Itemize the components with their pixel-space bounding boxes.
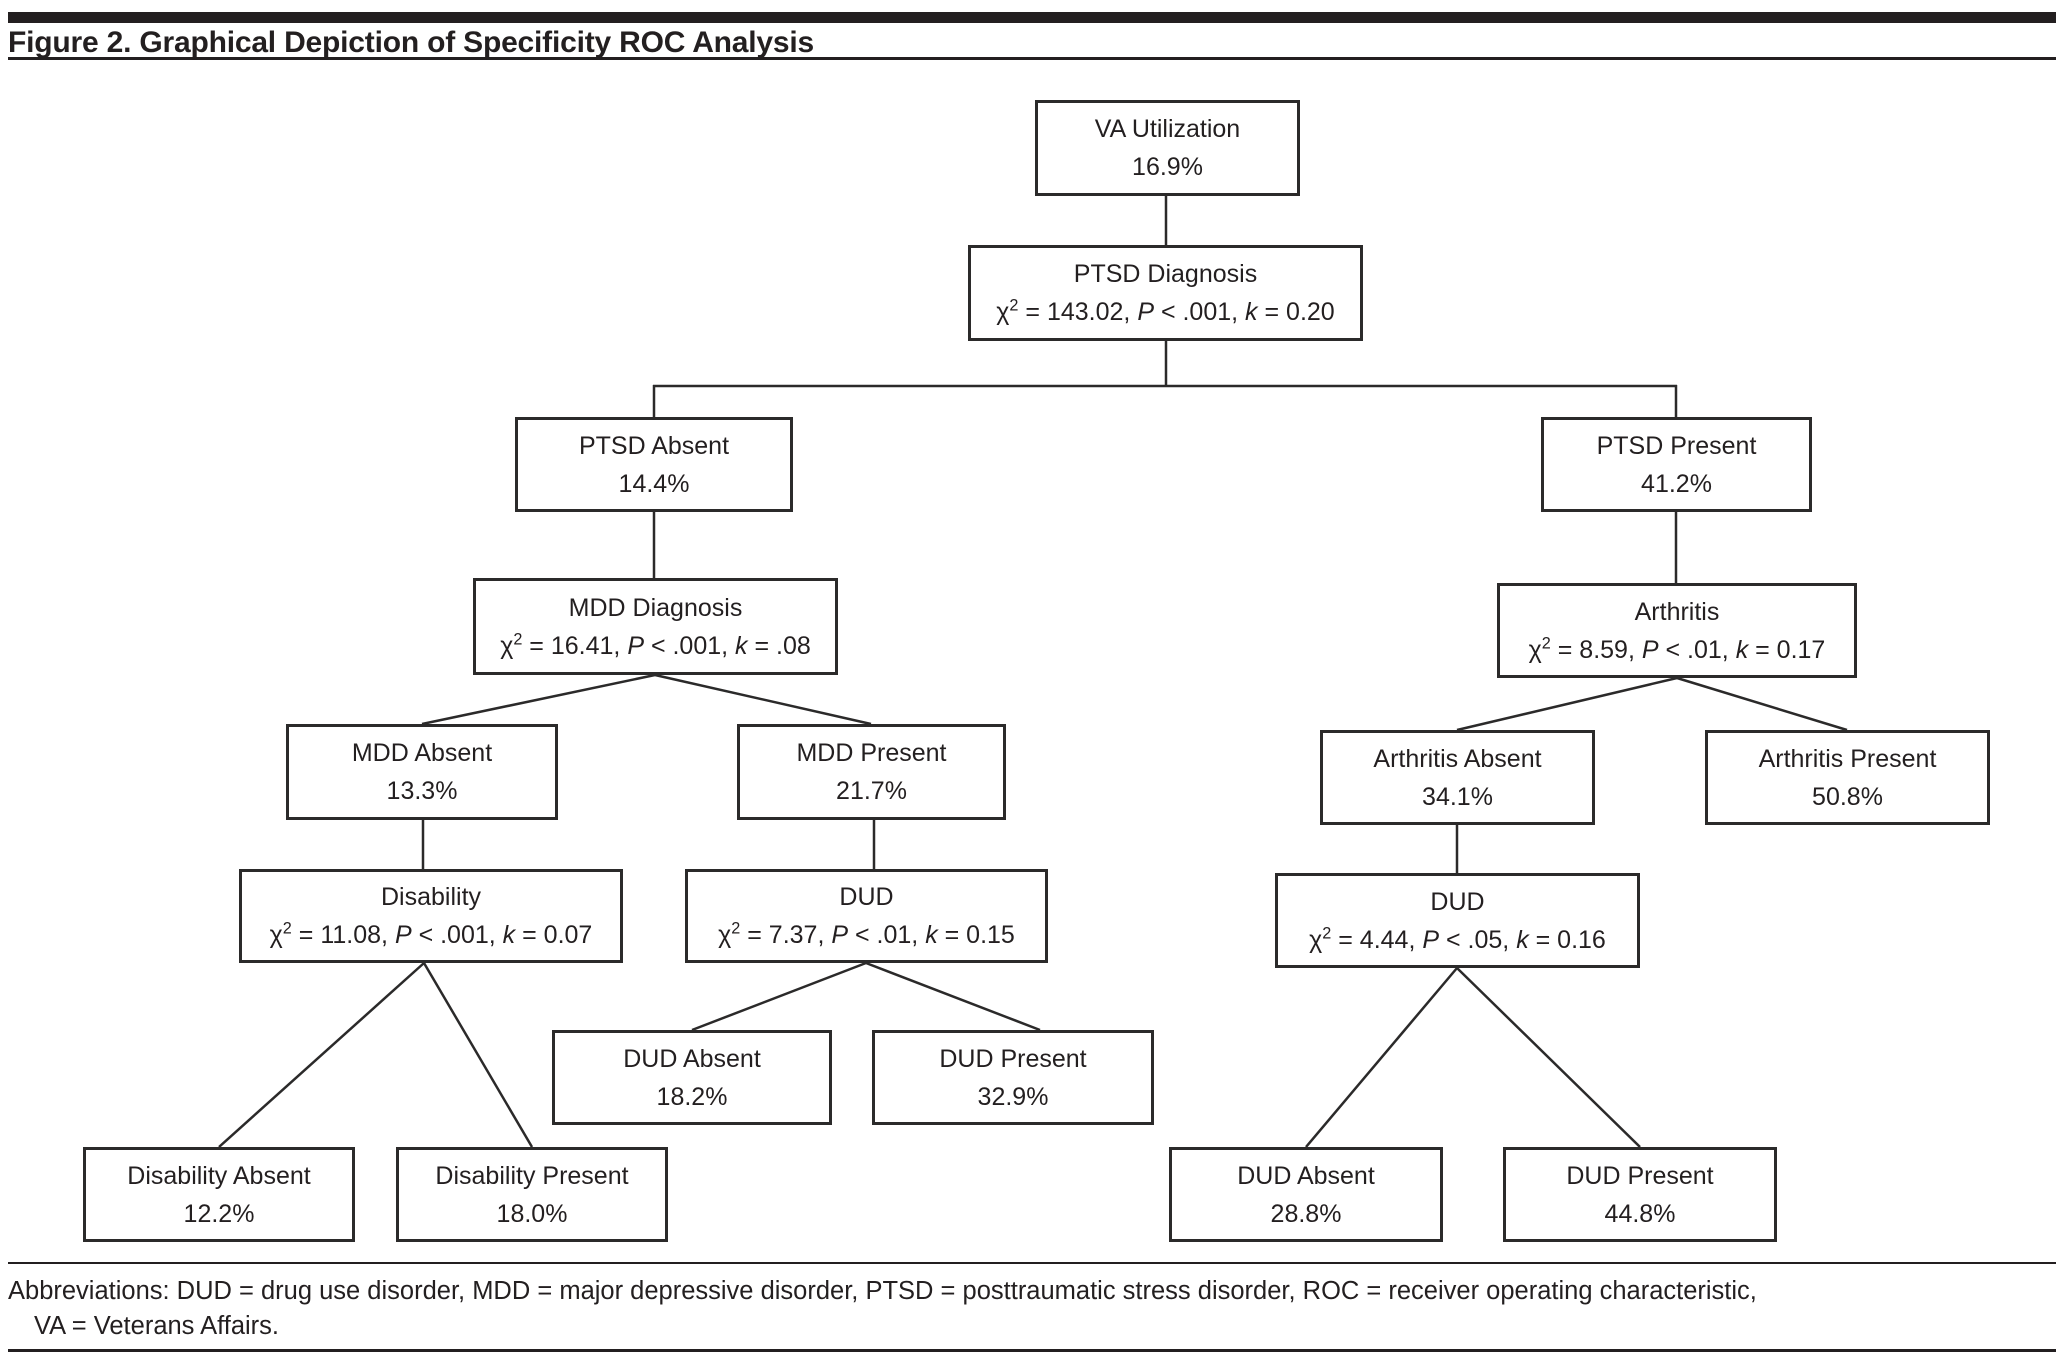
node-title: DUD — [1430, 887, 1485, 916]
node-value: 44.8% — [1604, 1199, 1676, 1228]
node-title: PTSD Absent — [578, 431, 730, 460]
node-disability: Disability χ2 = 11.08, P < .001, k = 0.0… — [239, 869, 623, 963]
figure-title: Figure 2. Graphical Depiction of Specifi… — [8, 26, 815, 59]
title-underline-rule — [8, 57, 2056, 60]
node-stats: χ2 = 8.59, P < .01, k = 0.17 — [1528, 634, 1826, 664]
top-bar-rule — [8, 12, 2056, 23]
node-title: Disability — [380, 883, 482, 911]
node-disability-present: Disability Present 18.0% — [396, 1147, 668, 1242]
node-value: 16.9% — [1132, 153, 1203, 181]
node-value: 21.7% — [836, 777, 907, 805]
node-title: DUD Absent — [1237, 1161, 1375, 1190]
node-title: MDD Diagnosis — [568, 593, 743, 622]
node-value: 32.9% — [977, 1082, 1049, 1111]
node-title: DUD Present — [939, 1044, 1087, 1073]
node-disability-absent: Disability Absent 12.2% — [83, 1147, 355, 1242]
node-title: DUD — [839, 883, 894, 911]
node-arthritis: Arthritis χ2 = 8.59, P < .01, k = 0.17 — [1497, 583, 1857, 678]
node-dud-right: DUD χ2 = 4.44, P < .05, k = 0.16 — [1275, 873, 1640, 968]
node-title: Disability Present — [435, 1161, 629, 1190]
node-dud-present-middle: DUD Present 32.9% — [872, 1030, 1154, 1125]
node-title: PTSD Diagnosis — [1073, 260, 1258, 288]
node-value: 28.8% — [1270, 1199, 1342, 1228]
node-title: Arthritis — [1634, 597, 1720, 626]
node-ptsd-present: PTSD Present 41.2% — [1541, 417, 1812, 512]
node-mdd-absent: MDD Absent 13.3% — [286, 724, 558, 820]
abbreviations-line-1: Abbreviations: DUD = drug use disorder, … — [8, 1277, 1757, 1305]
node-title: Arthritis Present — [1758, 744, 1937, 773]
node-value: 50.8% — [1812, 782, 1883, 811]
node-title: MDD Absent — [351, 739, 493, 767]
node-stats: χ2 = 143.02, P < .001, k = 0.20 — [996, 296, 1335, 326]
node-dud-middle: DUD χ2 = 7.37, P < .01, k = 0.15 — [685, 869, 1048, 963]
bottom-rule — [8, 1349, 2056, 1352]
abbreviations-line-2: VA = Veterans Affairs. — [34, 1312, 280, 1340]
node-stats: χ2 = 16.41, P < .001, k = .08 — [500, 630, 811, 660]
node-mdd-present: MDD Present 21.7% — [737, 724, 1006, 820]
node-value: 18.0% — [496, 1199, 568, 1228]
node-title: MDD Present — [796, 739, 947, 767]
node-stats: χ2 = 7.37, P < .01, k = 0.15 — [718, 919, 1015, 949]
node-value: 13.3% — [386, 777, 458, 805]
node-stats: χ2 = 4.44, P < .05, k = 0.16 — [1309, 924, 1606, 954]
node-stats: χ2 = 11.08, P < .001, k = 0.07 — [269, 919, 593, 949]
node-value: 14.4% — [618, 469, 690, 498]
node-title: VA Utilization — [1094, 115, 1241, 143]
node-value: 34.1% — [1422, 782, 1493, 811]
node-mdd-diagnosis: MDD Diagnosis χ2 = 16.41, P < .001, k = … — [473, 578, 838, 675]
node-ptsd-absent: PTSD Absent 14.4% — [515, 417, 793, 512]
node-title: DUD Present — [1566, 1161, 1714, 1190]
node-value: 41.2% — [1641, 469, 1712, 498]
node-dud-absent-right: DUD Absent 28.8% — [1169, 1147, 1443, 1242]
node-dud-absent-middle: DUD Absent 18.2% — [552, 1030, 832, 1125]
node-va-utilization: VA Utilization 16.9% — [1035, 100, 1300, 196]
node-title: DUD Absent — [623, 1044, 761, 1073]
node-title: Arthritis Absent — [1373, 744, 1542, 773]
footnote-rule — [8, 1262, 2056, 1264]
node-ptsd-diagnosis: PTSD Diagnosis χ2 = 143.02, P < .001, k … — [968, 245, 1363, 341]
node-title: PTSD Present — [1596, 431, 1757, 460]
node-dud-present-right: DUD Present 44.8% — [1503, 1147, 1777, 1242]
node-arthritis-present: Arthritis Present 50.8% — [1705, 730, 1990, 825]
node-arthritis-absent: Arthritis Absent 34.1% — [1320, 730, 1595, 825]
node-value: 18.2% — [656, 1082, 728, 1111]
node-title: Disability Absent — [127, 1161, 311, 1190]
node-value: 12.2% — [183, 1199, 255, 1228]
